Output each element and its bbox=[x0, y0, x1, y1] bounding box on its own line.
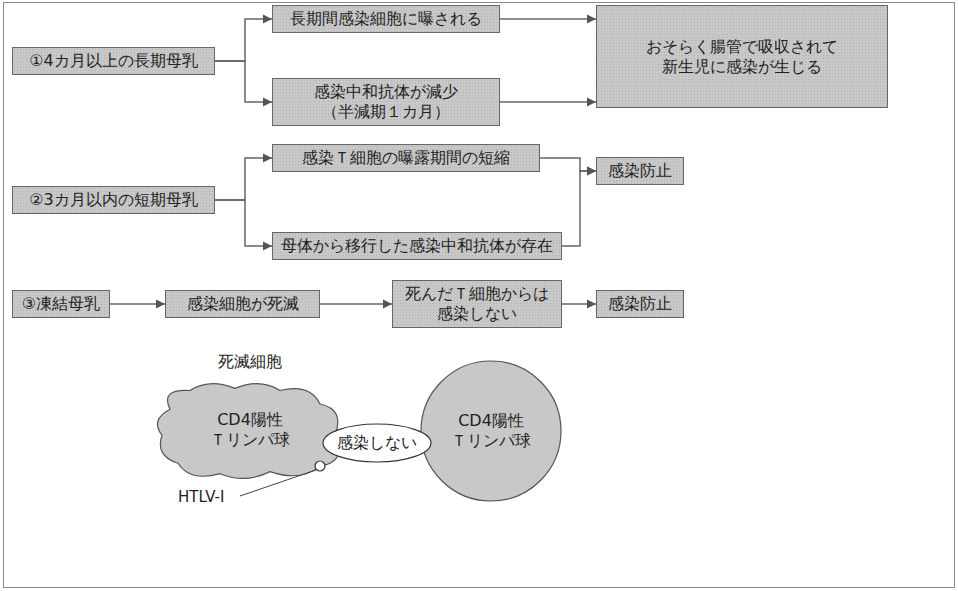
process-box: 感染防止 bbox=[596, 157, 684, 185]
connector bbox=[540, 158, 596, 176]
cell-heading: 死滅細胞 bbox=[150, 352, 350, 372]
arrow-head bbox=[263, 98, 272, 107]
box-label: 感染防止 bbox=[605, 294, 675, 314]
box-label: ①4カ月以上の長期母乳 bbox=[21, 51, 206, 71]
connector bbox=[500, 98, 596, 107]
dead-cell-shape bbox=[158, 384, 340, 479]
connector-line bbox=[215, 61, 272, 102]
process-box: 母体から移行した感染中和抗体が存在 bbox=[272, 232, 562, 260]
box-label: おそらく腸管で吸収されて 新生児に感染が生じる bbox=[605, 37, 879, 77]
arrow-head bbox=[263, 242, 272, 251]
process-box: ③凍結母乳 bbox=[12, 290, 110, 318]
box-label: ③凍結母乳 bbox=[21, 294, 101, 314]
connector bbox=[215, 154, 272, 201]
arrow-head bbox=[156, 300, 165, 309]
connector-line bbox=[215, 158, 272, 200]
connector-line bbox=[500, 18, 596, 20]
arrow-head bbox=[587, 98, 596, 107]
process-box: 感染細胞が死滅 bbox=[165, 290, 320, 318]
arrow-head bbox=[383, 300, 392, 309]
process-box: 感染防止 bbox=[596, 290, 684, 318]
connector bbox=[562, 300, 596, 309]
shape-label: CD4陽性 Ｔリンパ球 bbox=[441, 411, 541, 451]
shape-label: 感染しない bbox=[337, 433, 417, 453]
process-box: 長期間感染細胞に曝される bbox=[272, 5, 500, 33]
connector-line bbox=[320, 303, 392, 305]
leader-line bbox=[240, 470, 316, 496]
live-cell-shape bbox=[421, 361, 561, 501]
connector bbox=[215, 61, 272, 107]
connector bbox=[562, 167, 596, 247]
connector-line bbox=[500, 101, 596, 103]
connector bbox=[320, 300, 392, 309]
connector-line bbox=[562, 171, 596, 246]
box-label: 母体から移行した感染中和抗体が存在 bbox=[281, 236, 553, 256]
arrow-head bbox=[587, 167, 596, 176]
oval-shape: 感染しない bbox=[322, 423, 432, 463]
arrow-head bbox=[263, 15, 272, 24]
arrow-head bbox=[587, 167, 596, 176]
virus-symbol bbox=[315, 461, 325, 471]
connector-line bbox=[215, 19, 272, 61]
process-box: 死んだＴ細胞からは 感染しない bbox=[392, 280, 562, 328]
box-label: 感染Ｔ細胞の曝露期間の短縮 bbox=[281, 148, 531, 168]
connector bbox=[215, 15, 272, 62]
process-box: 感染中和抗体が減少 （半減期１カ月） bbox=[272, 78, 500, 126]
box-label: 長期間感染細胞に曝される bbox=[281, 9, 491, 29]
connector bbox=[215, 200, 272, 251]
arrow-head bbox=[263, 154, 272, 163]
connector bbox=[110, 300, 165, 309]
virus-label: HTLV-I bbox=[178, 488, 224, 506]
process-box: おそらく腸管で吸収されて 新生児に感染が生じる bbox=[596, 5, 888, 108]
shape-text-area: 感染しない bbox=[322, 423, 432, 463]
shape-text-area: CD4陽性 Ｔリンパ球 bbox=[420, 360, 562, 502]
box-label: 感染中和抗体が減少 （半減期１カ月） bbox=[281, 82, 491, 122]
arrow-head bbox=[587, 300, 596, 309]
arrow-head bbox=[587, 15, 596, 24]
process-box: 感染Ｔ細胞の曝露期間の短縮 bbox=[272, 144, 540, 172]
connector-line bbox=[215, 200, 272, 246]
box-label: 感染防止 bbox=[605, 161, 675, 181]
box-label: 死んだＴ細胞からは 感染しない bbox=[401, 284, 553, 324]
process-box: ②3カ月以内の短期母乳 bbox=[12, 186, 215, 214]
oval-shape bbox=[323, 424, 431, 462]
connector bbox=[500, 15, 596, 24]
box-label: 感染細胞が死滅 bbox=[174, 294, 311, 314]
shape-label: CD4陽性 Ｔリンパ球 bbox=[200, 410, 300, 450]
circle-shape: CD4陽性 Ｔリンパ球 bbox=[420, 360, 562, 502]
box-label: ②3カ月以内の短期母乳 bbox=[21, 190, 206, 210]
outer-frame bbox=[4, 3, 955, 588]
process-box: ①4カ月以上の長期母乳 bbox=[12, 47, 215, 75]
